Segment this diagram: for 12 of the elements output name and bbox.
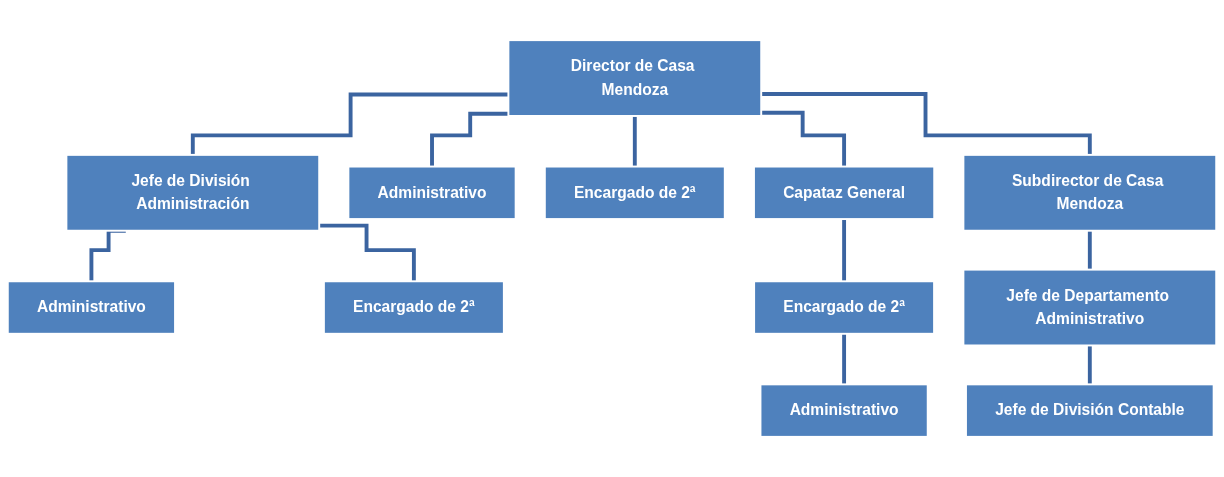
node-box: Capataz General bbox=[753, 165, 936, 220]
node-box: Jefe de División Contable bbox=[965, 383, 1215, 438]
node-box: Administrativo bbox=[6, 280, 176, 335]
node-box: Encargado de 2ª bbox=[753, 280, 936, 335]
node-box: Jefe de División Administración bbox=[65, 153, 321, 232]
node-box: Administrativo bbox=[759, 383, 929, 438]
node-box: Encargado de 2ª bbox=[322, 280, 505, 335]
node-box: Director de Casa Mendoza bbox=[507, 39, 763, 117]
node-box: Encargado de 2ª bbox=[543, 165, 726, 220]
node-box: Administrativo bbox=[347, 165, 517, 220]
node-box: Jefe de Departamento Administrativo bbox=[962, 268, 1218, 347]
node-box: Subdirector de Casa Mendoza bbox=[962, 153, 1218, 232]
